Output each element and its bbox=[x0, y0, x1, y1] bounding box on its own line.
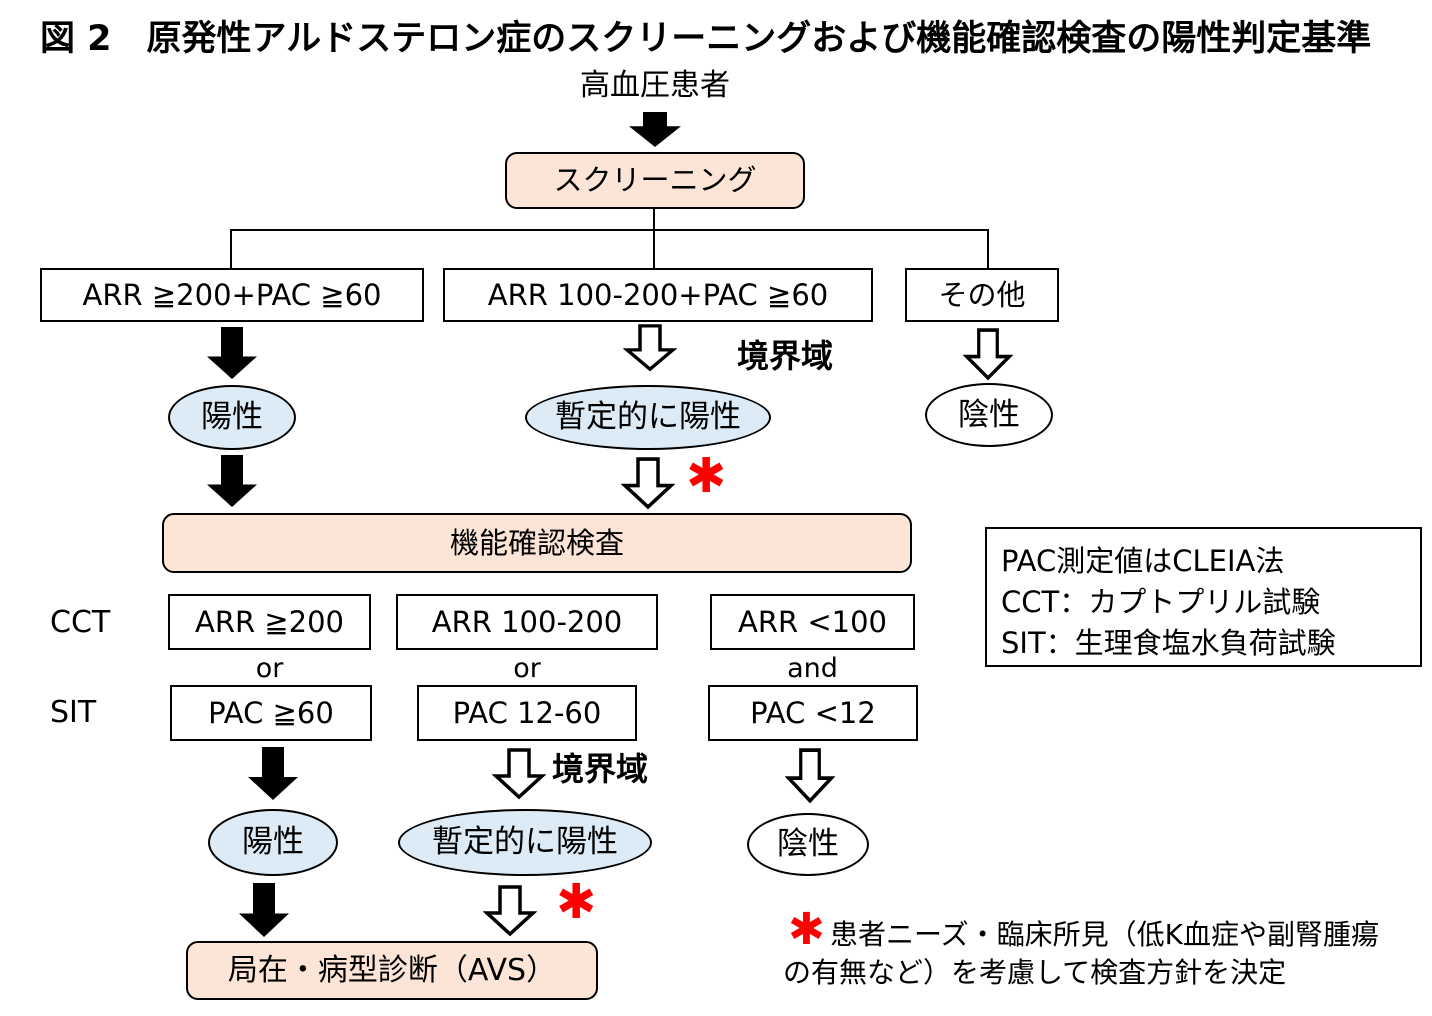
down-arrow-solid-icon bbox=[248, 747, 298, 800]
node-screening: スクリーニング bbox=[505, 152, 805, 209]
legend-line: CCT：カプトプリル試験 bbox=[1001, 585, 1321, 620]
node-confirmation-test: 機能確認検査 bbox=[162, 513, 912, 573]
connector-line bbox=[653, 231, 655, 268]
node-result-negative: 陰性 bbox=[925, 383, 1053, 447]
down-arrow-hollow-icon bbox=[621, 457, 675, 510]
node-cct-arr-lt100: ARR <100 bbox=[710, 594, 915, 650]
node-patient: 高血圧患者 bbox=[580, 68, 730, 103]
down-arrow-solid-icon bbox=[207, 455, 257, 508]
node-criteria-arr100-200-pac60: ARR 100-200+PAC ≧60 bbox=[443, 268, 873, 322]
footnote-asterisk: ✱ bbox=[788, 904, 825, 955]
asterisk-mark: ✱ bbox=[686, 448, 727, 504]
borderline-label: 境界域 bbox=[737, 337, 834, 375]
node-sit-pac-lt12: PAC <12 bbox=[708, 685, 918, 741]
joiner-or: or bbox=[513, 652, 541, 684]
down-arrow-hollow-icon bbox=[492, 748, 546, 800]
asterisk-mark: ✱ bbox=[556, 874, 597, 930]
down-arrow-solid-icon bbox=[239, 883, 289, 937]
sit-row-label: SIT bbox=[50, 695, 97, 730]
legend-box: PAC測定値はCLEIA法 CCT：カプトプリル試験 SIT：生理食塩水負荷試験 bbox=[985, 527, 1422, 667]
node-criteria-arr200-pac60: ARR ≧200+PAC ≧60 bbox=[40, 268, 424, 322]
node-cct-arr100-200: ARR 100-200 bbox=[396, 594, 658, 650]
node-cct-arr200: ARR ≧200 bbox=[168, 594, 371, 650]
node-result-positive: 陽性 bbox=[168, 385, 296, 450]
down-arrow-hollow-icon bbox=[785, 748, 835, 804]
node-result-provisional-positive: 暫定的に陽性 bbox=[525, 385, 771, 450]
node-sit-pac60: PAC ≧60 bbox=[170, 685, 372, 741]
joiner-or: or bbox=[255, 652, 284, 684]
node-sit-pac12-60: PAC 12-60 bbox=[417, 685, 637, 741]
down-arrow-hollow-icon bbox=[963, 328, 1013, 381]
node-avs-diagnosis: 局在・病型診断（AVS） bbox=[186, 941, 598, 1000]
footnote-line: の有無など）を考慮して検査方針を決定 bbox=[783, 956, 1287, 989]
node-criteria-other: その他 bbox=[905, 268, 1059, 322]
node-result-provisional-positive: 暫定的に陽性 bbox=[398, 809, 652, 876]
down-arrow-hollow-icon bbox=[483, 885, 537, 937]
down-arrow-hollow-icon bbox=[623, 324, 677, 372]
legend-line: PAC測定値はCLEIA法 bbox=[1001, 544, 1285, 578]
node-result-positive: 陽性 bbox=[208, 809, 338, 876]
legend-line: SIT：生理食塩水負荷試験 bbox=[1001, 626, 1336, 661]
down-arrow-solid-icon bbox=[207, 327, 257, 380]
connector-line bbox=[987, 231, 989, 268]
down-arrow-solid-icon bbox=[629, 112, 681, 148]
connector-line bbox=[230, 231, 232, 268]
borderline-label: 境界域 bbox=[552, 750, 649, 788]
figure-title: 図 2 原発性アルドステロン症のスクリーニングおよび機能確認検査の陽性判定基準 bbox=[40, 19, 1372, 59]
connector-line bbox=[230, 229, 989, 231]
cct-row-label: CCT bbox=[50, 605, 111, 640]
connector-line bbox=[653, 209, 655, 231]
footnote-line: 患者ニーズ・臨床所見（低K血症や副腎腫瘍 bbox=[830, 918, 1379, 951]
node-result-negative: 陰性 bbox=[747, 813, 869, 876]
joiner-and: and bbox=[787, 652, 838, 684]
